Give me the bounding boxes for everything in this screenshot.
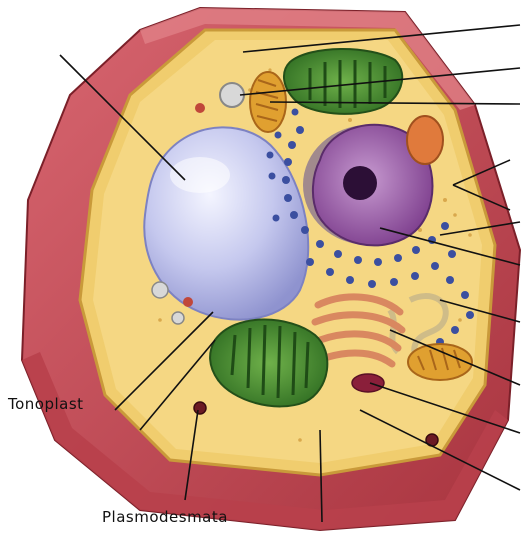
nucleolus [343, 166, 377, 200]
plasmodesmata-label: Plasmodesmata [102, 508, 228, 526]
tonoplast-label: Tonoplast [8, 395, 84, 413]
mitochondrion [408, 344, 472, 380]
